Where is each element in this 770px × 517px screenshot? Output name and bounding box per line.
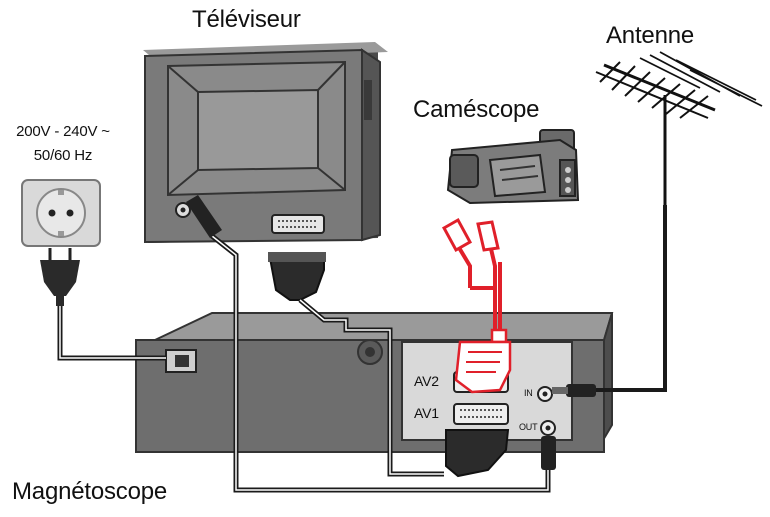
tv-rf-plug — [186, 195, 222, 238]
tv-scart-plug — [268, 252, 326, 301]
antenna-cable — [595, 205, 667, 392]
in-label: IN — [524, 388, 533, 398]
power-frequency: 50/60 Hz — [33, 147, 93, 164]
power-plug — [40, 248, 80, 306]
av1-scart-plug — [445, 429, 510, 478]
vcr-out-plug — [541, 436, 556, 470]
av2-label: AV2 — [414, 373, 439, 389]
power-spec: 200V - 240V ~ 50/60 Hz — [8, 120, 118, 168]
av1-label: AV1 — [414, 405, 439, 421]
power-voltage: 200V - 240V ~ — [16, 123, 110, 140]
av2-scart-plug — [454, 328, 512, 394]
vcr-label: Magnétoscope — [12, 478, 168, 505]
camcorder-label: Caméscope — [413, 96, 540, 123]
tv-label: Téléviseur — [192, 6, 301, 33]
vcr-device — [135, 312, 614, 453]
power-outlet — [21, 179, 101, 247]
out-label: OUT — [519, 422, 538, 432]
camcorder-device — [446, 129, 580, 205]
antenna-label: Antenne — [606, 22, 695, 49]
rca-plugs — [441, 217, 500, 253]
antenna-plug — [552, 384, 596, 397]
antenna-device — [595, 51, 763, 205]
tv-device — [143, 42, 388, 244]
